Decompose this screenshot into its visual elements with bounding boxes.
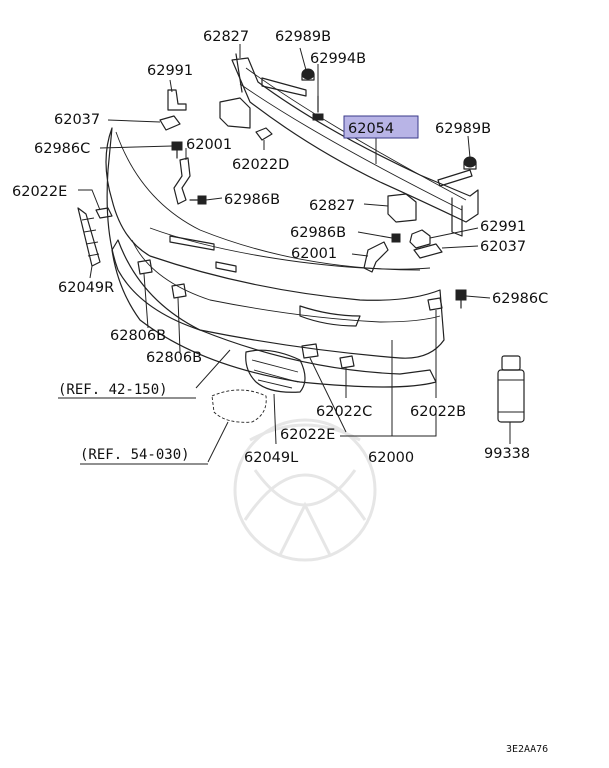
plug-62806B-1: [137, 259, 153, 275]
ref-42-150: (REF. 42-150): [58, 382, 168, 398]
grille-62049R: [77, 207, 101, 267]
rubber-cap-right: [463, 156, 477, 170]
bracket-62991-upper: [167, 89, 187, 111]
watermark-emblem: [233, 418, 377, 562]
screw-62986B-mid: [391, 233, 401, 243]
callout-62991-right: 62991: [480, 219, 526, 235]
callout-62986B-top: 62986B: [224, 192, 280, 208]
ref-54-030: (REF. 54-030): [80, 447, 190, 463]
callout-62827-mid: 62827: [309, 198, 355, 214]
callout-62806B-1: 62806B: [110, 328, 166, 344]
callout-62986B-mid: 62986B: [290, 225, 346, 241]
callout-62001-top: 62001: [186, 137, 232, 153]
side-bracket-62001-right: [363, 241, 389, 273]
callout-62022B: 62022B: [410, 404, 466, 420]
side-bracket-62001-left: [173, 157, 191, 205]
callout-99338: 99338: [484, 446, 530, 462]
callout-62049R: 62049R: [58, 280, 114, 296]
leader-lines: [78, 44, 511, 463]
callout-62022E-bottom: 62022E: [280, 427, 335, 443]
grommet-62986C-left: [171, 141, 183, 159]
bumper-reinforcement-beam: [231, 53, 479, 237]
callout-62806B-2: 62806B: [146, 350, 202, 366]
callout-62986C-right: 62986C: [492, 291, 548, 307]
plate-62037-left: [159, 115, 181, 131]
clip-62022E-bottom: [301, 343, 319, 359]
callout-62991-top: 62991: [147, 63, 193, 79]
energy-pad-lower: [387, 193, 417, 223]
callout-62989B-top: 62989B: [275, 29, 331, 45]
clip-62022E-left: [95, 207, 113, 219]
clip-62022D: [255, 127, 273, 141]
bolt-62994B: [312, 95, 324, 121]
plate-62037-right: [413, 243, 443, 259]
grommet-62986C-right: [455, 289, 467, 309]
clip-62022C: [339, 355, 355, 369]
screw-62986B-upper: [189, 195, 207, 205]
callout-labels: 62827 62989B 62994B 62991 62037 62054 62…: [12, 29, 548, 466]
callout-62037-right: 62037: [480, 239, 526, 255]
callout-62986C-left: 62986C: [34, 141, 90, 157]
lower-spoiler: [111, 239, 437, 388]
callout-62037-left: 62037: [54, 112, 100, 128]
touch-up-bottle-99338: [497, 355, 525, 423]
clip-62022B: [427, 297, 443, 311]
fog-lamp-ref-outline: [211, 389, 267, 423]
bumper-cover-62000: [105, 127, 445, 359]
callout-62054: 62054: [348, 121, 394, 137]
rubber-cap-upper: [301, 68, 315, 81]
callout-62022D: 62022D: [232, 157, 289, 173]
callout-62989B-right: 62989B: [435, 121, 491, 137]
diagram-code: 3E2AA76: [506, 744, 548, 755]
callout-62022E-left: 62022E: [12, 184, 67, 200]
callout-62049L: 62049L: [244, 450, 298, 466]
energy-pad-upper: [219, 97, 251, 129]
bracket-62991-right: [409, 229, 431, 249]
callout-62000: 62000: [368, 450, 414, 466]
callout-62827-top: 62827: [203, 29, 249, 45]
callout-62994B: 62994B: [310, 51, 366, 67]
plug-62806B-2: [171, 283, 187, 299]
callout-62001-mid: 62001: [291, 246, 337, 262]
highlight-box-62054: [343, 115, 419, 139]
grille-62049L: [245, 349, 306, 393]
callout-62022C: 62022C: [316, 404, 372, 420]
